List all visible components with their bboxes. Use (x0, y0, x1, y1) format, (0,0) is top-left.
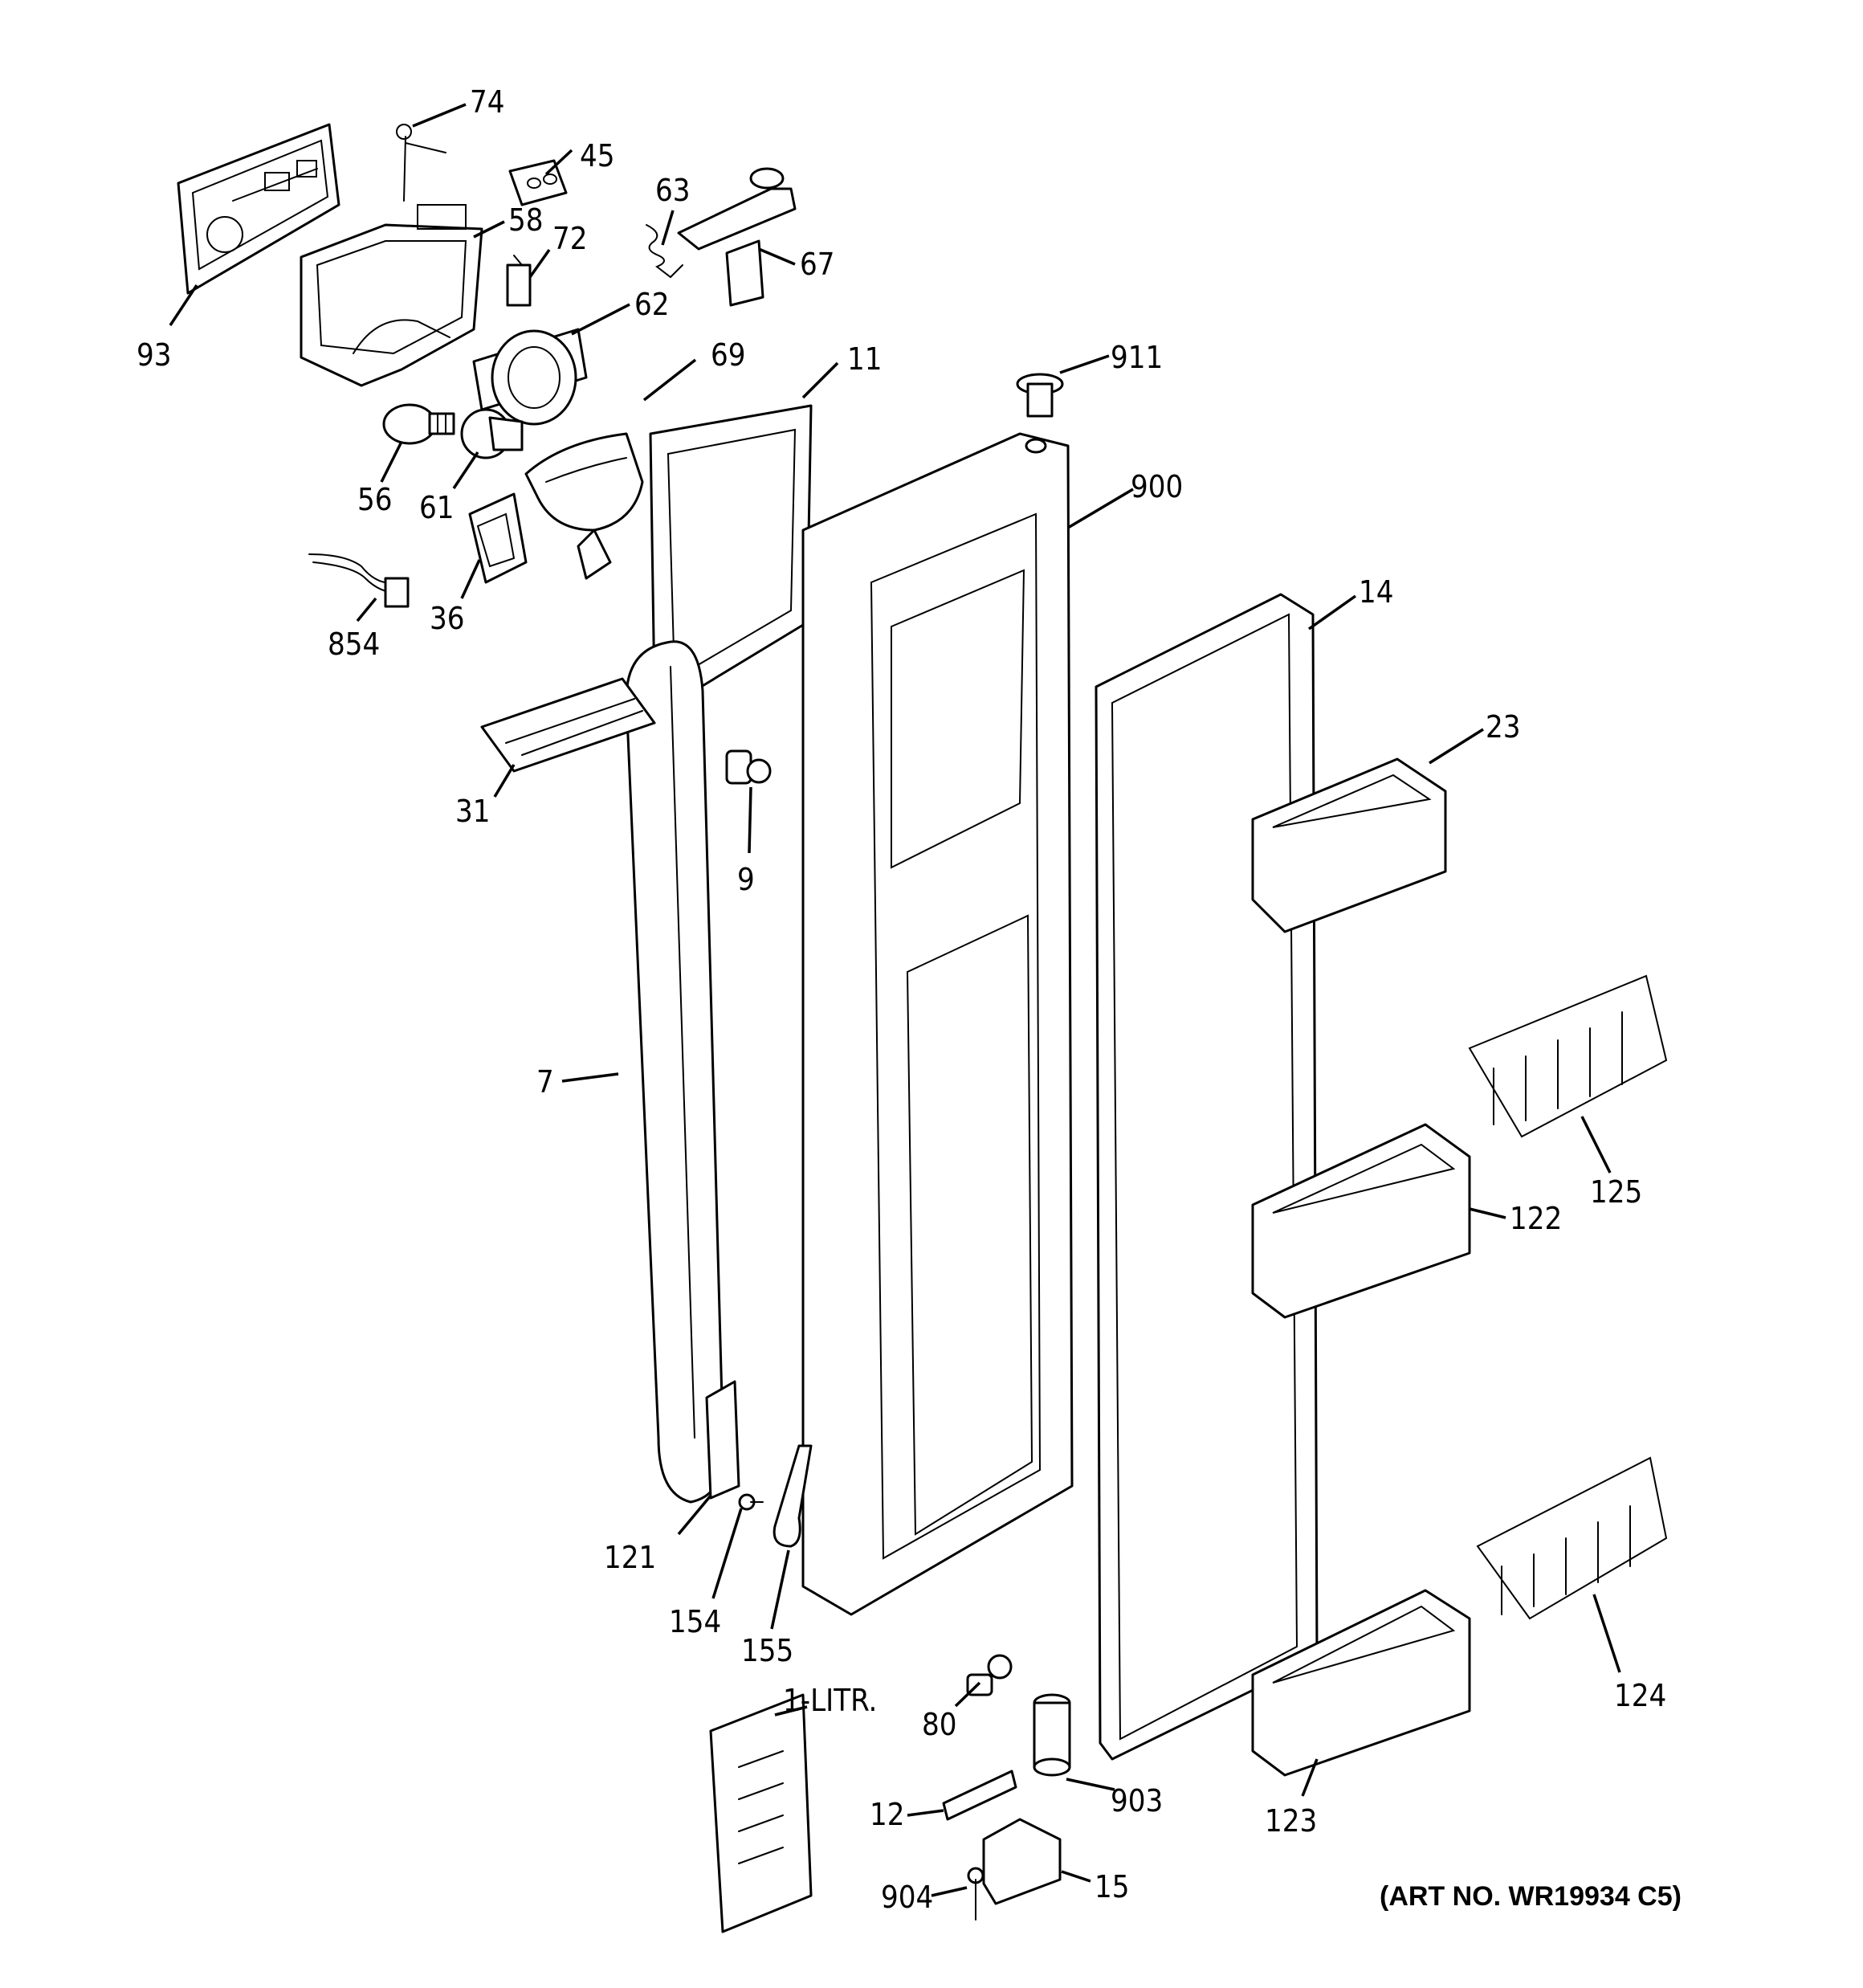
part-154-screw (738, 1493, 764, 1511)
callout-14: 14 (1359, 574, 1394, 610)
part-11-liner-frame (649, 404, 813, 704)
callout-155: 155 (741, 1633, 793, 1668)
part-123-bin (1251, 1589, 1471, 1777)
callout-154: 154 (669, 1604, 721, 1639)
part-904-screw (967, 1867, 984, 1921)
callout-labels: 74 45 58 63 72 67 93 62 69 11 911 56 61 … (137, 84, 1666, 1915)
part-72-switch (506, 255, 532, 307)
part-7-handle (625, 640, 726, 1504)
callout-69: 69 (711, 337, 746, 373)
part-903-tube (1033, 1693, 1071, 1777)
callout-124: 124 (1614, 1678, 1666, 1713)
callout-12: 12 (870, 1797, 905, 1832)
callout-67: 67 (800, 247, 835, 282)
callout-122: 122 (1510, 1201, 1562, 1236)
callout-125: 125 (1590, 1174, 1642, 1210)
part-121-cap (705, 1380, 740, 1500)
part-911-bushing (1016, 373, 1064, 418)
part-74-spring (396, 124, 446, 202)
callout-1-litr: 1-LITR. (783, 1683, 877, 1718)
callout-31: 31 (455, 794, 491, 829)
part-900-door (801, 432, 1074, 1616)
callout-61: 61 (419, 490, 455, 525)
callout-74: 74 (470, 84, 505, 120)
callout-58: 58 (508, 202, 544, 238)
part-67-actuator (677, 167, 797, 307)
callout-904: 904 (881, 1880, 933, 1915)
callout-80: 80 (922, 1707, 957, 1742)
part-93-control-board (177, 123, 340, 295)
part-56-bulb (382, 403, 455, 445)
callout-911: 911 (1111, 340, 1163, 375)
callout-45: 45 (580, 138, 615, 173)
part-63-spring (646, 224, 683, 279)
part-14-gasket (1095, 593, 1319, 1761)
part-36-switch (468, 492, 528, 584)
callout-7: 7 (536, 1064, 554, 1100)
callout-72: 72 (552, 221, 588, 256)
part-61-socket (460, 408, 524, 459)
art-number: (ART NO. WR19934 C5) (1380, 1881, 1682, 1912)
callout-93: 93 (137, 337, 172, 373)
part-45-bracket (508, 159, 568, 206)
callout-56: 56 (357, 482, 393, 517)
leader-lines (169, 103, 1621, 1897)
part-1-litr-booklet (709, 1693, 813, 1933)
callout-63: 63 (655, 173, 691, 208)
part-23-bin (1251, 757, 1447, 933)
part-58-housing (300, 204, 483, 387)
callout-11: 11 (847, 341, 883, 377)
callout-62: 62 (634, 287, 670, 322)
callout-23: 23 (1486, 709, 1521, 745)
part-69-chute (524, 432, 644, 580)
part-62-ring (472, 328, 588, 426)
callout-9: 9 (737, 862, 755, 897)
callout-854: 854 (328, 627, 380, 662)
part-854-harness (308, 553, 410, 608)
part-124-basket (1476, 1456, 1668, 1620)
callout-15: 15 (1095, 1869, 1130, 1904)
callout-900: 900 (1131, 469, 1183, 504)
callout-123: 123 (1265, 1803, 1317, 1839)
part-15-hinge (982, 1818, 1062, 1905)
part-122-bin (1251, 1123, 1471, 1319)
part-125-basket (1468, 974, 1668, 1138)
part-155-ring-tab (773, 1444, 813, 1548)
callout-903: 903 (1111, 1783, 1163, 1819)
part-9-plug (725, 749, 772, 785)
part-31-grille (480, 677, 656, 773)
callout-36: 36 (430, 601, 465, 636)
part-12-bracket (942, 1770, 1017, 1821)
callout-121: 121 (604, 1540, 656, 1575)
